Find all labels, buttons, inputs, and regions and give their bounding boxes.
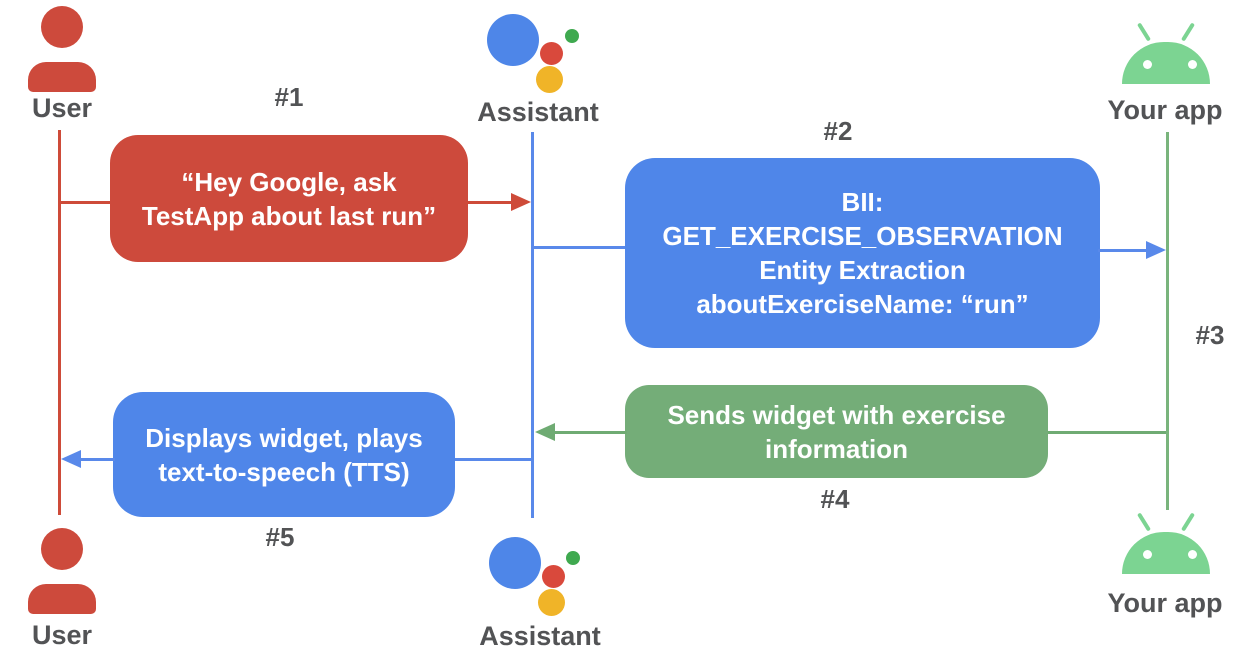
step1-arrowhead-icon xyxy=(511,193,531,211)
android-antenna-left xyxy=(1137,512,1151,532)
user-head-shape xyxy=(41,528,83,570)
actor-label-app-top: Your app xyxy=(1107,95,1223,125)
user-lifeline xyxy=(58,130,61,515)
step2-label: #2 xyxy=(823,116,853,146)
step2-arrowhead-icon xyxy=(1146,241,1166,259)
android-antenna-left xyxy=(1137,22,1151,42)
assistant-green-circle xyxy=(566,551,580,565)
assistant-lifeline xyxy=(531,132,534,518)
step5-message-text: Displays widget, plays text-to-speech (T… xyxy=(145,422,423,487)
step4-label: #4 xyxy=(820,484,850,514)
assistant-blue-circle xyxy=(487,14,539,66)
user-body-shape xyxy=(28,62,96,92)
actor-label-assistant-bottom: Assistant xyxy=(479,621,601,651)
android-antenna-right xyxy=(1181,22,1195,42)
assistant-green-circle xyxy=(565,29,579,43)
android-eye-right xyxy=(1188,550,1197,559)
step4-line-right xyxy=(1046,431,1166,434)
step4-line-left xyxy=(553,431,627,434)
assistant-yellow-circle xyxy=(536,66,563,93)
actor-label-user-bottom: User xyxy=(31,620,93,650)
app-lifeline xyxy=(1166,132,1169,510)
actor-label-user-top: User xyxy=(31,93,93,123)
android-icon xyxy=(1122,20,1210,84)
user-icon xyxy=(22,528,102,614)
step2-line-left xyxy=(533,246,625,249)
android-eye-left xyxy=(1143,60,1152,69)
android-eye-left xyxy=(1143,550,1152,559)
step1-message-box: “Hey Google, ask TestApp about last run” xyxy=(110,135,468,262)
step4-arrowhead-icon xyxy=(535,423,555,441)
step1-message-text: “Hey Google, ask TestApp about last run” xyxy=(141,166,437,231)
user-head-shape xyxy=(41,6,83,48)
step2-message-box: BII: GET_EXERCISE_OBSERVATION Entity Ext… xyxy=(625,158,1100,348)
user-icon xyxy=(22,6,102,92)
assistant-red-circle xyxy=(540,42,563,65)
assistant-red-circle xyxy=(542,565,565,588)
step2-message-text: BII: GET_EXERCISE_OBSERVATION Entity Ext… xyxy=(662,187,1063,319)
step4-message-text: Sends widget with exercise information xyxy=(667,399,1006,464)
actor-label-app-bottom: Your app xyxy=(1107,588,1223,618)
step2-line-right xyxy=(1098,249,1148,252)
step1-line-right xyxy=(466,201,512,204)
step4-message-box: Sends widget with exercise information xyxy=(625,385,1048,478)
step5-line-right xyxy=(453,458,533,461)
android-eye-right xyxy=(1188,60,1197,69)
android-icon xyxy=(1122,510,1210,574)
assistant-yellow-circle xyxy=(538,589,565,616)
android-antenna-right xyxy=(1181,512,1195,532)
step1-line-left xyxy=(58,201,112,204)
user-body-shape xyxy=(28,584,96,614)
assistant-blue-circle xyxy=(489,537,541,589)
step5-arrowhead-icon xyxy=(61,450,81,468)
actor-label-assistant-top: Assistant xyxy=(477,97,599,127)
step5-message-box: Displays widget, plays text-to-speech (T… xyxy=(113,392,455,517)
step3-label: #3 xyxy=(1195,320,1225,350)
step5-line-left xyxy=(81,458,115,461)
step1-label: #1 xyxy=(274,82,304,112)
step5-label: #5 xyxy=(265,522,295,552)
